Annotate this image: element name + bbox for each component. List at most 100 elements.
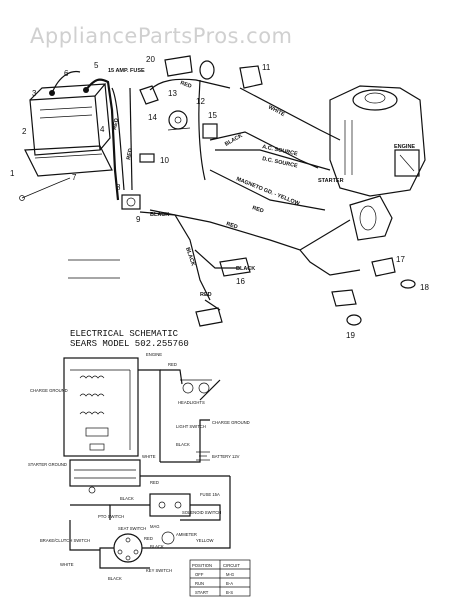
schematic-black-right-label: BLACK [176, 442, 190, 447]
part-10 [139, 153, 155, 163]
schematic-pto-switch-label: PTO SWITCH [98, 514, 124, 519]
watermark: AppliancePartsPros.com [30, 24, 293, 48]
wire-black-lower: BLACK [184, 247, 196, 267]
grommet [199, 60, 215, 80]
wire-dc-source: D.C. SOURCE [262, 156, 299, 169]
callout-1: 1 [10, 169, 15, 178]
schematic-starter-ground-label: STARTER GROUND [28, 462, 67, 467]
battery-cable [85, 78, 120, 201]
schematic-solenoid-label: SOLENOID SWITCH [182, 510, 221, 515]
battery [29, 83, 111, 156]
schematic-key-switch-label: KEY SWITCH [146, 568, 172, 573]
schematic-battery-label: BATTERY 12V [212, 454, 240, 459]
table-row-off-position: OFF [195, 572, 204, 577]
wire-red-mid: RED [126, 148, 134, 161]
part-18 [400, 279, 416, 289]
callout-17: 17 [396, 255, 405, 264]
harness-ac-dc [215, 149, 331, 171]
schematic-ammeter [161, 531, 175, 545]
starter-label: STARTER [318, 178, 344, 184]
callout-10: 10 [160, 156, 169, 165]
table-row-off-circuit: M-G [226, 572, 234, 577]
switch-16-upper [219, 257, 251, 277]
schematic-mag-label: MAG [150, 524, 160, 529]
callout-11: 11 [262, 63, 271, 72]
starter-solenoid [121, 194, 141, 210]
switch-15 [202, 123, 218, 139]
schematic-white-label: WHITE [142, 454, 156, 459]
schematic-engine-label: ENGINE [146, 352, 162, 357]
key-switch-table: POSITION CIRCUIT OFF M-G RUN B-A START B… [189, 559, 251, 597]
schematic-black-bottom-label: BLACK [120, 496, 134, 501]
table-row-run-position: RUN [195, 581, 204, 586]
wire-red-top: RED [179, 80, 192, 90]
schematic-red3-label: RED [144, 536, 153, 541]
harness-black-long [139, 211, 211, 301]
wire-red-bottom: RED [200, 292, 212, 298]
schematic-engine-box [63, 357, 139, 457]
callout-19: 19 [346, 331, 355, 340]
connector-20 [164, 55, 193, 77]
callout-12: 12 [196, 97, 205, 106]
wire-red-lower: RED [225, 221, 238, 230]
callout-9: 9 [136, 215, 141, 224]
callout-18: 18 [420, 283, 429, 292]
schematic-yellow-label: YELLOW [196, 538, 214, 543]
schematic-brake-clutch-label: BRAKE/CLUTCH SWITCH [40, 538, 90, 543]
callout-2: 2 [22, 127, 27, 136]
schematic-black3-label: BLACK [108, 576, 122, 581]
ignition-switch [167, 110, 191, 131]
schematic-charge-ground-right-label: CHARGE GROUND [212, 420, 250, 425]
schematic-title-line2: SEARS MODEL 502.255760 [70, 339, 189, 349]
schematic-title-line1: ELECTRICAL SCHEMATIC [70, 329, 179, 339]
table-header-position: POSITION [192, 563, 212, 568]
fuse-label: 15 AMP. FUSE [108, 68, 145, 74]
callout-15: 15 [208, 111, 217, 120]
schematic-fuse-label: FUSE 15A [200, 492, 220, 497]
part-19 [346, 314, 362, 326]
schematic-white2-label: WHITE [60, 562, 74, 567]
battery-tray [24, 145, 113, 177]
schematic-black2-label: BLACK [150, 544, 164, 549]
switch-16-lower [195, 307, 223, 327]
callout-14: 14 [148, 113, 157, 122]
callout-8: 8 [116, 183, 121, 192]
callout-4: 4 [100, 125, 105, 134]
table-row-run-circuit: B-A [226, 581, 233, 586]
schematic-headlights [180, 379, 212, 394]
wire-magneto: MAGNETO GD. - YELLOW [235, 176, 301, 207]
engine-label: ENGINE [394, 144, 415, 150]
callout-20: 20 [146, 55, 155, 64]
schematic-light-switch-label: LIGHT SWITCH [176, 424, 206, 429]
harness-magneto [209, 169, 326, 211]
wire-black-left: BLACK [150, 212, 169, 218]
schematic-charge-ground-label: CHARGE GROUND [30, 388, 68, 393]
ground-strap [21, 177, 71, 199]
table-header-circuit: CIRCUIT [223, 563, 240, 568]
starter-motor [349, 195, 393, 241]
callout-3: 3 [32, 89, 37, 98]
harness-red-top [149, 78, 231, 91]
callout-13: 13 [168, 89, 177, 98]
electrical-schematic: ELECTRICAL SCHEMATIC SEARS MODEL 502.255… [28, 329, 251, 597]
callout-6: 6 [64, 69, 69, 78]
fuse-holder [139, 85, 159, 105]
wire-red-left: RED [112, 118, 120, 131]
switch-17 [371, 257, 396, 277]
table-row-start-position: START [195, 590, 209, 595]
schematic-ammeter-label: AMMETER [176, 532, 197, 537]
harness-red-long [149, 209, 351, 251]
wire-black-right: BLACK [236, 266, 255, 272]
schematic-battery [196, 451, 210, 461]
callout-16: 16 [236, 277, 245, 286]
harness-white [239, 87, 341, 141]
schematic-red-label: RED [168, 362, 177, 367]
connector-11 [239, 65, 263, 89]
schematic-headlights-label: HEADLIGHTS [178, 400, 205, 405]
engine [329, 85, 426, 197]
schematic-harness [69, 459, 141, 487]
callout-7: 7 [72, 173, 77, 182]
schematic-red2-label: RED [150, 480, 159, 485]
